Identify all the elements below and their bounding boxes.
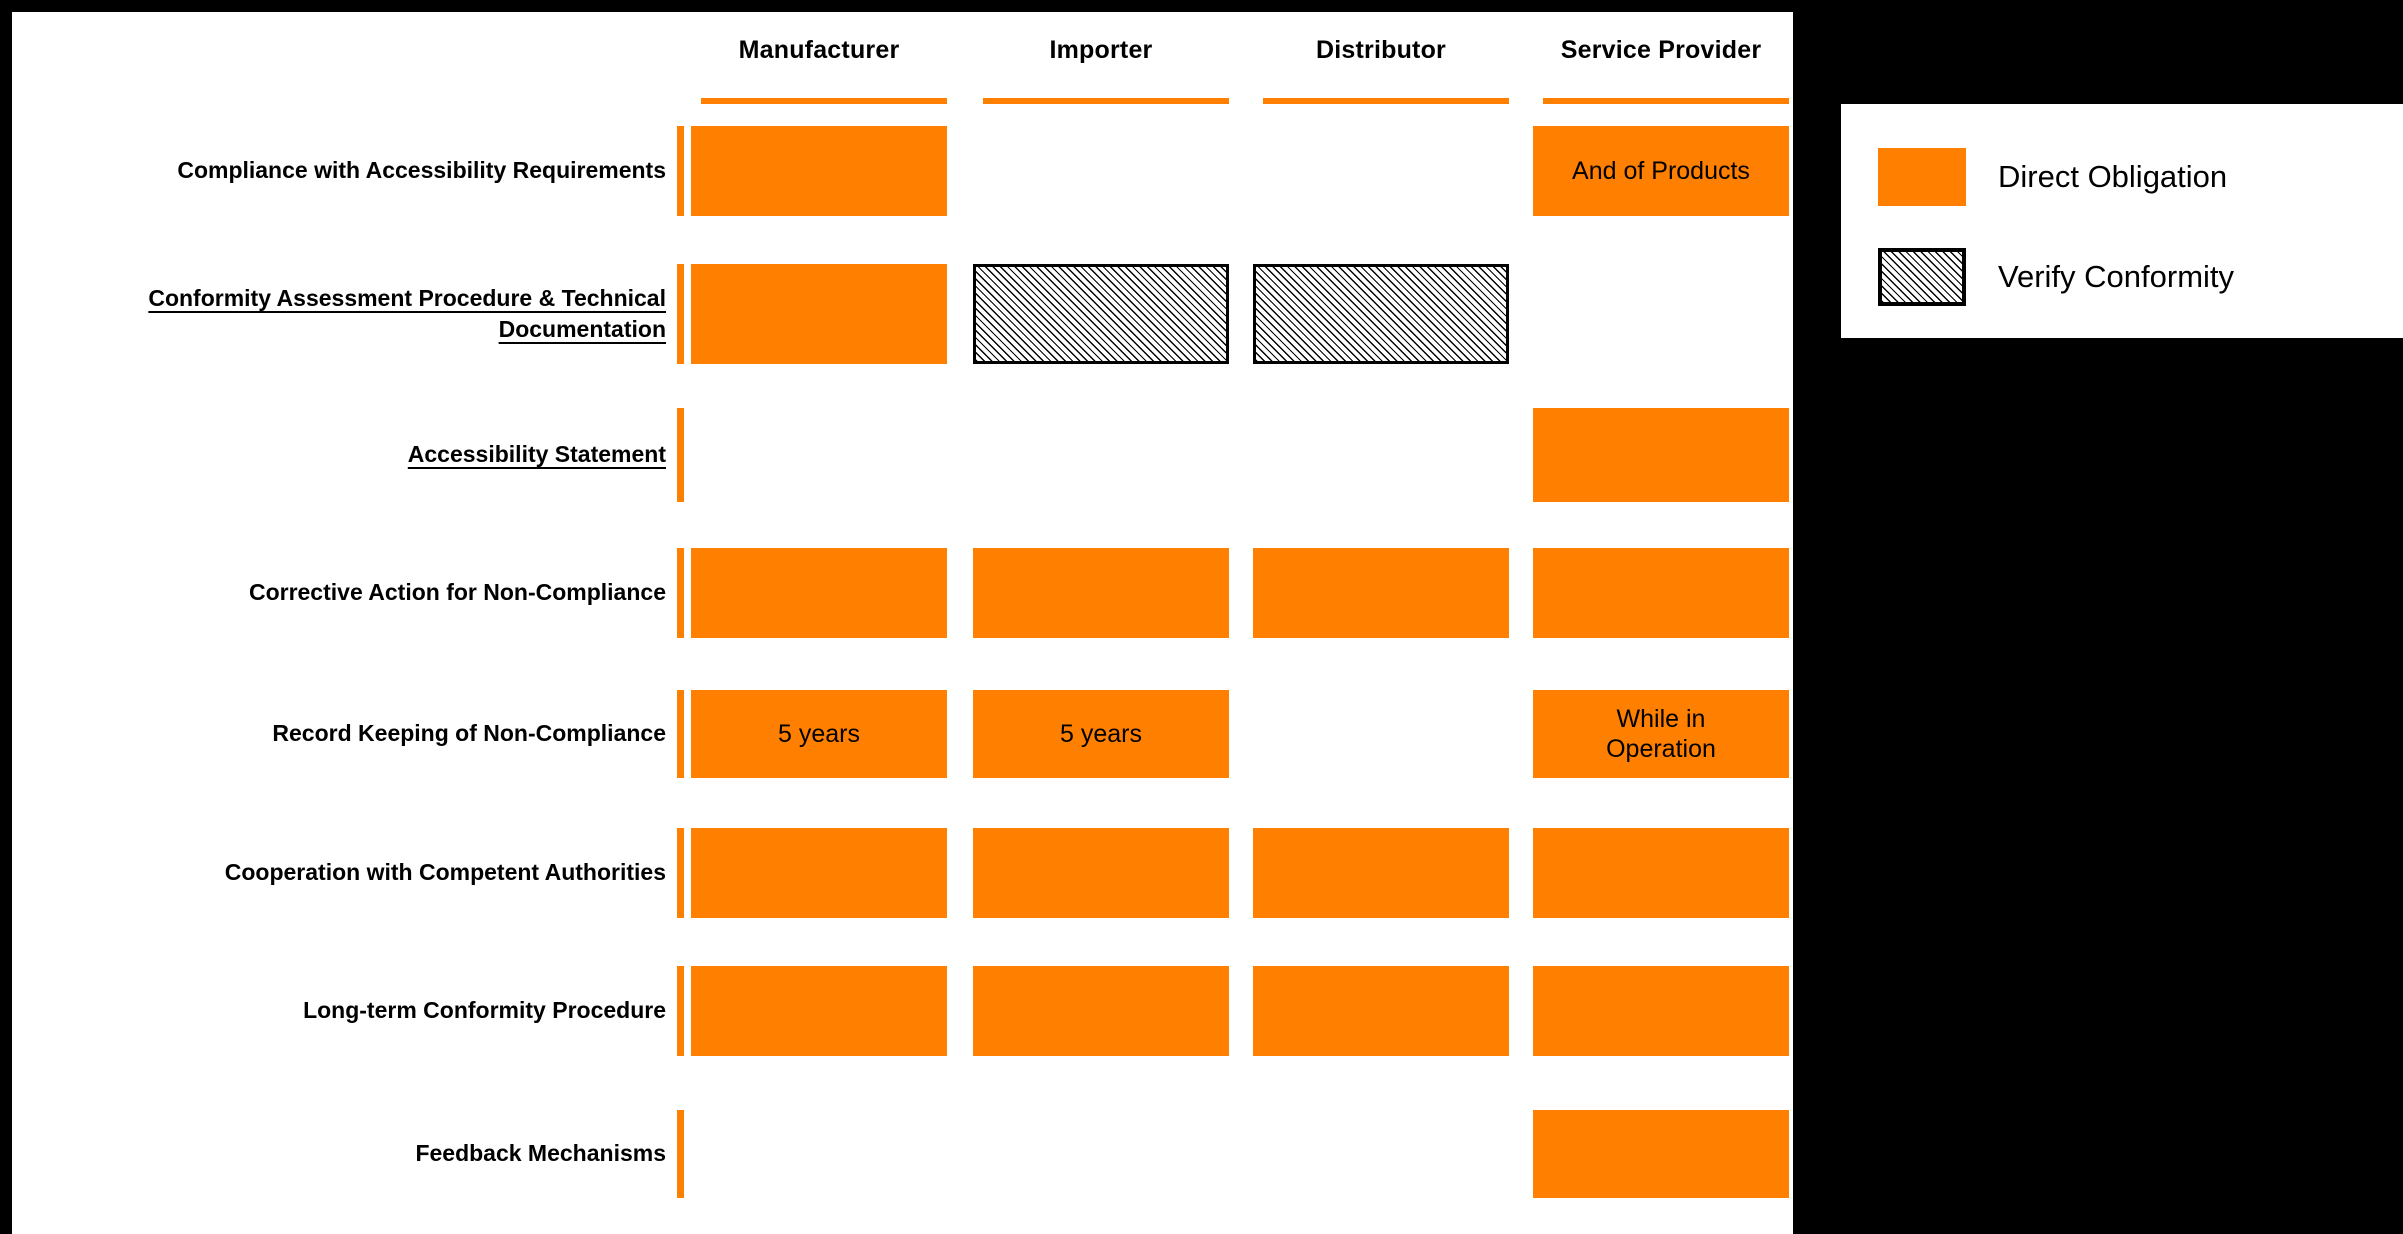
row-label-7: Long-term Conformity Procedure — [52, 966, 666, 1056]
row-label-4: Corrective Action for Non-Compliance — [52, 548, 666, 638]
row-separator-tick — [677, 408, 684, 502]
row-label-text: Accessibility Statement — [407, 441, 666, 468]
matrix-cell-r7-c3 — [1253, 966, 1509, 1056]
matrix-cell-r4-c2 — [973, 548, 1229, 638]
row-label-text: Corrective Action for Non-Compliance — [248, 579, 666, 606]
row-label-6: Cooperation with Competent Authorities — [52, 828, 666, 918]
row-separator-tick — [677, 690, 684, 778]
matrix-cell-r7-c4 — [1533, 966, 1789, 1056]
matrix-cell-r4-c3 — [1253, 548, 1509, 638]
row-label-text: Compliance with Accessibility Requiremen… — [177, 157, 666, 184]
legend-entry-verify: Verify Conformity — [1878, 248, 2234, 306]
row-label-text: Cooperation with Competent Authorities — [224, 859, 666, 886]
matrix-cell-r5-c1: 5 years — [691, 690, 947, 778]
matrix-cell-r2-c2 — [973, 264, 1229, 364]
row-label-5: Record Keeping of Non-Compliance — [52, 690, 666, 778]
row-label-text: Long-term Conformity Procedure — [303, 997, 666, 1024]
column-header-service-provider: Service Provider — [1560, 36, 1762, 64]
matrix-cell-label: 5 years — [1060, 720, 1142, 748]
matrix-cell-r1-c4: And of Products — [1533, 126, 1789, 216]
row-label-text: Conformity Assessment Procedure & Techni… — [148, 284, 666, 342]
column-header-distributor: Distributor — [1316, 36, 1446, 64]
matrix-cell-label: And of Products — [1572, 157, 1750, 185]
legend-label-direct-obligation: Direct Obligation — [1998, 159, 2228, 194]
matrix-cell-r6-c2 — [973, 828, 1229, 918]
matrix-cell-label: 5 years — [778, 720, 860, 748]
row-label-8: Feedback Mechanisms — [52, 1110, 666, 1198]
matrix-cell-r2-c3 — [1253, 264, 1509, 364]
row-separator-tick — [677, 264, 684, 364]
row-label-1: Compliance with Accessibility Requiremen… — [52, 126, 666, 216]
matrix-cell-r7-c2 — [973, 966, 1229, 1056]
column-rule-service-provider — [1543, 98, 1789, 104]
matrix-cell-r4-c4 — [1533, 548, 1789, 638]
legend-label-verify-conformity: Verify Conformity — [1998, 259, 2235, 294]
legend-swatch-direct-obligation — [1878, 148, 1966, 206]
obligations-matrix-chart: Manufacturer Importer Distributor Service P… — [12, 12, 1793, 1234]
matrix-cell-r5-c4: While in Operation — [1533, 690, 1789, 778]
column-rule-importer — [983, 98, 1229, 104]
legend-entry-direct: Direct Obligation — [1878, 148, 2227, 206]
matrix-cell-r6-c4 — [1533, 828, 1789, 918]
row-label-3: Accessibility Statement — [52, 408, 666, 502]
row-separator-tick — [677, 828, 684, 918]
row-separator-tick — [677, 126, 684, 216]
matrix-cell-r2-c1 — [691, 264, 947, 364]
matrix-cell-r7-c1 — [691, 966, 947, 1056]
column-rule-manufacturer — [701, 98, 947, 104]
chart-legend: Direct Obligation Verify Conformity — [1841, 104, 2403, 338]
matrix-cell-r4-c1 — [691, 548, 947, 638]
row-label-text: Feedback Mechanisms — [415, 1140, 666, 1167]
column-header-importer: Importer — [1049, 36, 1153, 64]
row-separator-tick — [677, 1110, 684, 1198]
matrix-cell-r1-c1 — [691, 126, 947, 216]
matrix-cell-label: While in Operation — [1606, 705, 1716, 763]
matrix-cell-r8-c4 — [1533, 1110, 1789, 1198]
matrix-cell-r5-c2: 5 years — [973, 690, 1229, 778]
row-label-2: Conformity Assessment Procedure & Techni… — [52, 264, 666, 364]
row-separator-tick — [677, 966, 684, 1056]
row-separator-tick — [677, 548, 684, 638]
legend-swatch-verify-conformity — [1878, 248, 1966, 306]
column-header-manufacturer: Manufacturer — [738, 36, 900, 64]
matrix-cell-r3-c4 — [1533, 408, 1789, 502]
matrix-cell-r6-c1 — [691, 828, 947, 918]
row-label-text: Record Keeping of Non-Compliance — [272, 720, 666, 747]
matrix-cell-r6-c3 — [1253, 828, 1509, 918]
column-rule-distributor — [1263, 98, 1509, 104]
